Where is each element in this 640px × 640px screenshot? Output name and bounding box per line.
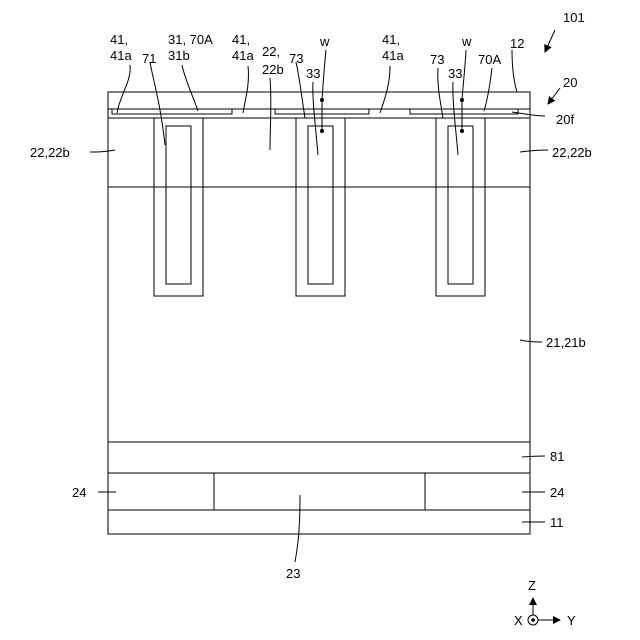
- leader-lines: [90, 50, 548, 562]
- trench-middle: [296, 118, 345, 296]
- buffer-layer-81: [108, 442, 530, 473]
- label-22b: 22b: [262, 62, 284, 77]
- label-41-right-b: 41a: [382, 48, 404, 63]
- label-12: 12: [510, 36, 524, 51]
- label-22: 22,: [262, 44, 280, 59]
- label-73-right: 73: [430, 52, 444, 67]
- label-33-mid: 33: [306, 66, 320, 81]
- label-81: 81: [550, 449, 564, 464]
- width-marker-right: [454, 98, 470, 133]
- label-31b: 31b: [168, 48, 190, 63]
- label-20: 20: [563, 75, 577, 90]
- label-41-left-b: 41a: [110, 48, 132, 63]
- collector-region-23: [214, 473, 425, 510]
- label-41-right-a: 41,: [382, 32, 400, 47]
- body-layer-22: [108, 118, 530, 187]
- collector-region-24-right: [425, 473, 530, 510]
- drift-layer-21: [108, 187, 530, 442]
- label-71: 71: [142, 51, 156, 66]
- insulating-film-70a-right: [410, 109, 518, 114]
- label-24-left: 24: [72, 485, 86, 500]
- label-33-right: 33: [448, 66, 462, 81]
- axis-label-y: Y: [567, 613, 576, 628]
- axis-label-z: Z: [528, 578, 536, 593]
- label-73-mid: 73: [289, 51, 303, 66]
- label-101: 101: [563, 10, 585, 25]
- label-11: 11: [550, 515, 564, 530]
- ref-20-arrow: [548, 88, 560, 104]
- label-w-right: w: [461, 34, 472, 49]
- collector-region-24-left: [108, 473, 214, 510]
- label-41-mid-a: 41,: [232, 32, 250, 47]
- label-20f: 20f: [556, 112, 574, 127]
- width-marker-mid: [314, 98, 330, 133]
- axis-label-x: X: [514, 613, 523, 628]
- label-22-22b-right: 22,22b: [552, 145, 592, 160]
- label-23: 23: [286, 566, 300, 581]
- top-layer-12: [108, 92, 530, 109]
- electrode-layer-11: [108, 510, 530, 534]
- label-22-22b-left: 22,22b: [30, 145, 70, 160]
- ref-101-arrow: [545, 30, 555, 52]
- label-41-left-a: 41,: [110, 32, 128, 47]
- trench-right: [436, 118, 485, 296]
- label-24-right: 24: [550, 485, 564, 500]
- label-41-mid-b: 41a: [232, 48, 254, 63]
- label-21-21b: 21,21b: [546, 335, 586, 350]
- insulating-film-70a-left: [112, 109, 232, 114]
- label-70a-right: 70A: [478, 52, 501, 67]
- coordinate-axes: [528, 598, 560, 625]
- label-31-70a: 31, 70A: [168, 32, 213, 47]
- label-w-mid: w: [319, 34, 330, 49]
- trench-left: [154, 118, 203, 296]
